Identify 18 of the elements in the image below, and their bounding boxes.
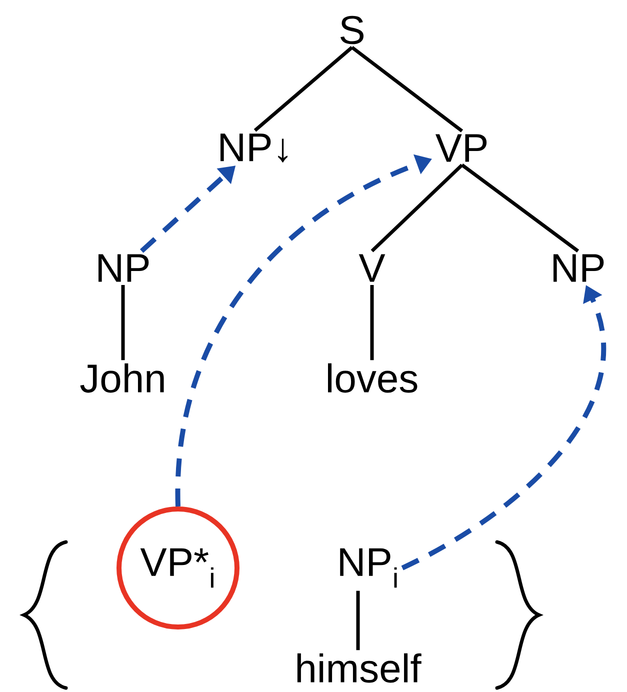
tree-branch <box>350 46 464 132</box>
tree-node-label: NP$_{i}$ <box>340 548 397 588</box>
tree-node-label: NP↓ <box>220 134 288 162</box>
tree-branch <box>370 164 464 252</box>
tree-node-label: himself <box>297 653 422 683</box>
tree-branch <box>254 46 354 132</box>
tree-node-label: NP <box>98 254 149 282</box>
tree-node-label: John <box>80 363 164 393</box>
tree-node-label: loves <box>328 363 418 393</box>
tree-node-label: NP <box>554 254 604 282</box>
tree-branch <box>460 164 580 252</box>
tree-branch <box>121 284 125 360</box>
tree-branch <box>370 284 374 360</box>
tree-node-label: V <box>358 254 386 282</box>
tree-node-label: VP <box>436 134 487 162</box>
circled-node-label: VP*$_{i}$ <box>116 506 240 630</box>
tree-branch <box>356 590 360 650</box>
tree-node-label: S <box>340 16 364 44</box>
